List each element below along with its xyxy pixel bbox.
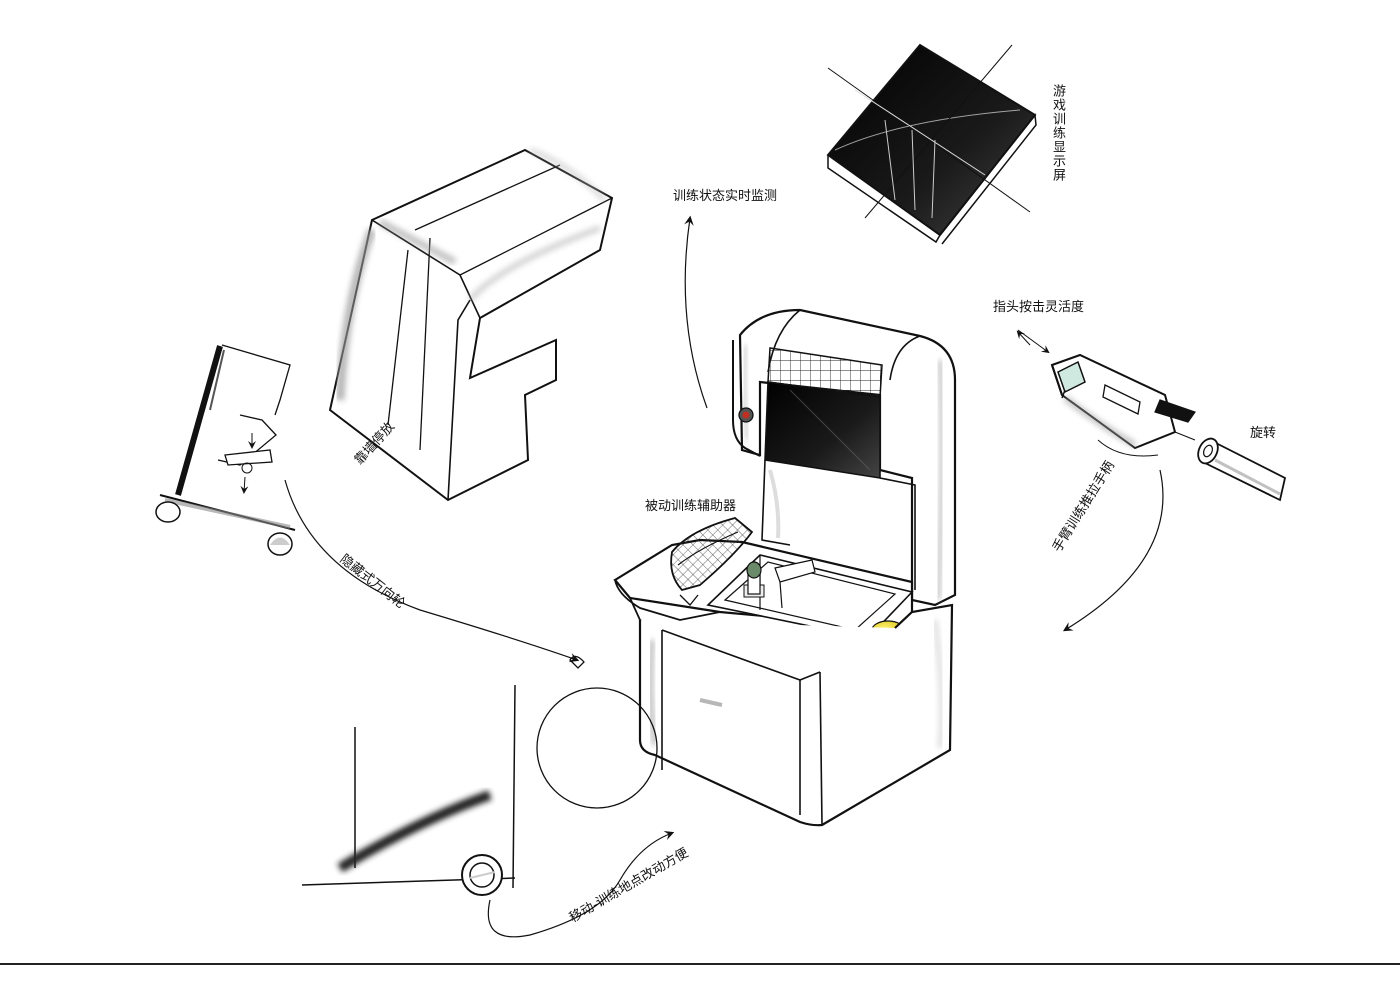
push-pull-handle-sketch <box>1016 329 1287 502</box>
wall-side-wheel-sketch <box>155 344 296 556</box>
label-display-screen: 游戏训练显示屏 <box>1050 84 1065 182</box>
annotation-arrows <box>284 215 1164 938</box>
main-training-cabinet <box>613 308 957 827</box>
wall-parked-cabinet-sketch <box>328 147 614 502</box>
label-rotate: 旋转 <box>1250 426 1277 441</box>
wheel-detail-sketch <box>301 655 658 896</box>
label-passive-assist: 被动训练辅助器 <box>645 499 737 514</box>
label-finger-dexterity: 指头按击灵活度 <box>993 300 1085 315</box>
label-status-monitor: 训练状态实时监测 <box>673 189 778 204</box>
display-screen-sketch <box>826 43 1037 245</box>
bottom-rule <box>0 963 1400 965</box>
